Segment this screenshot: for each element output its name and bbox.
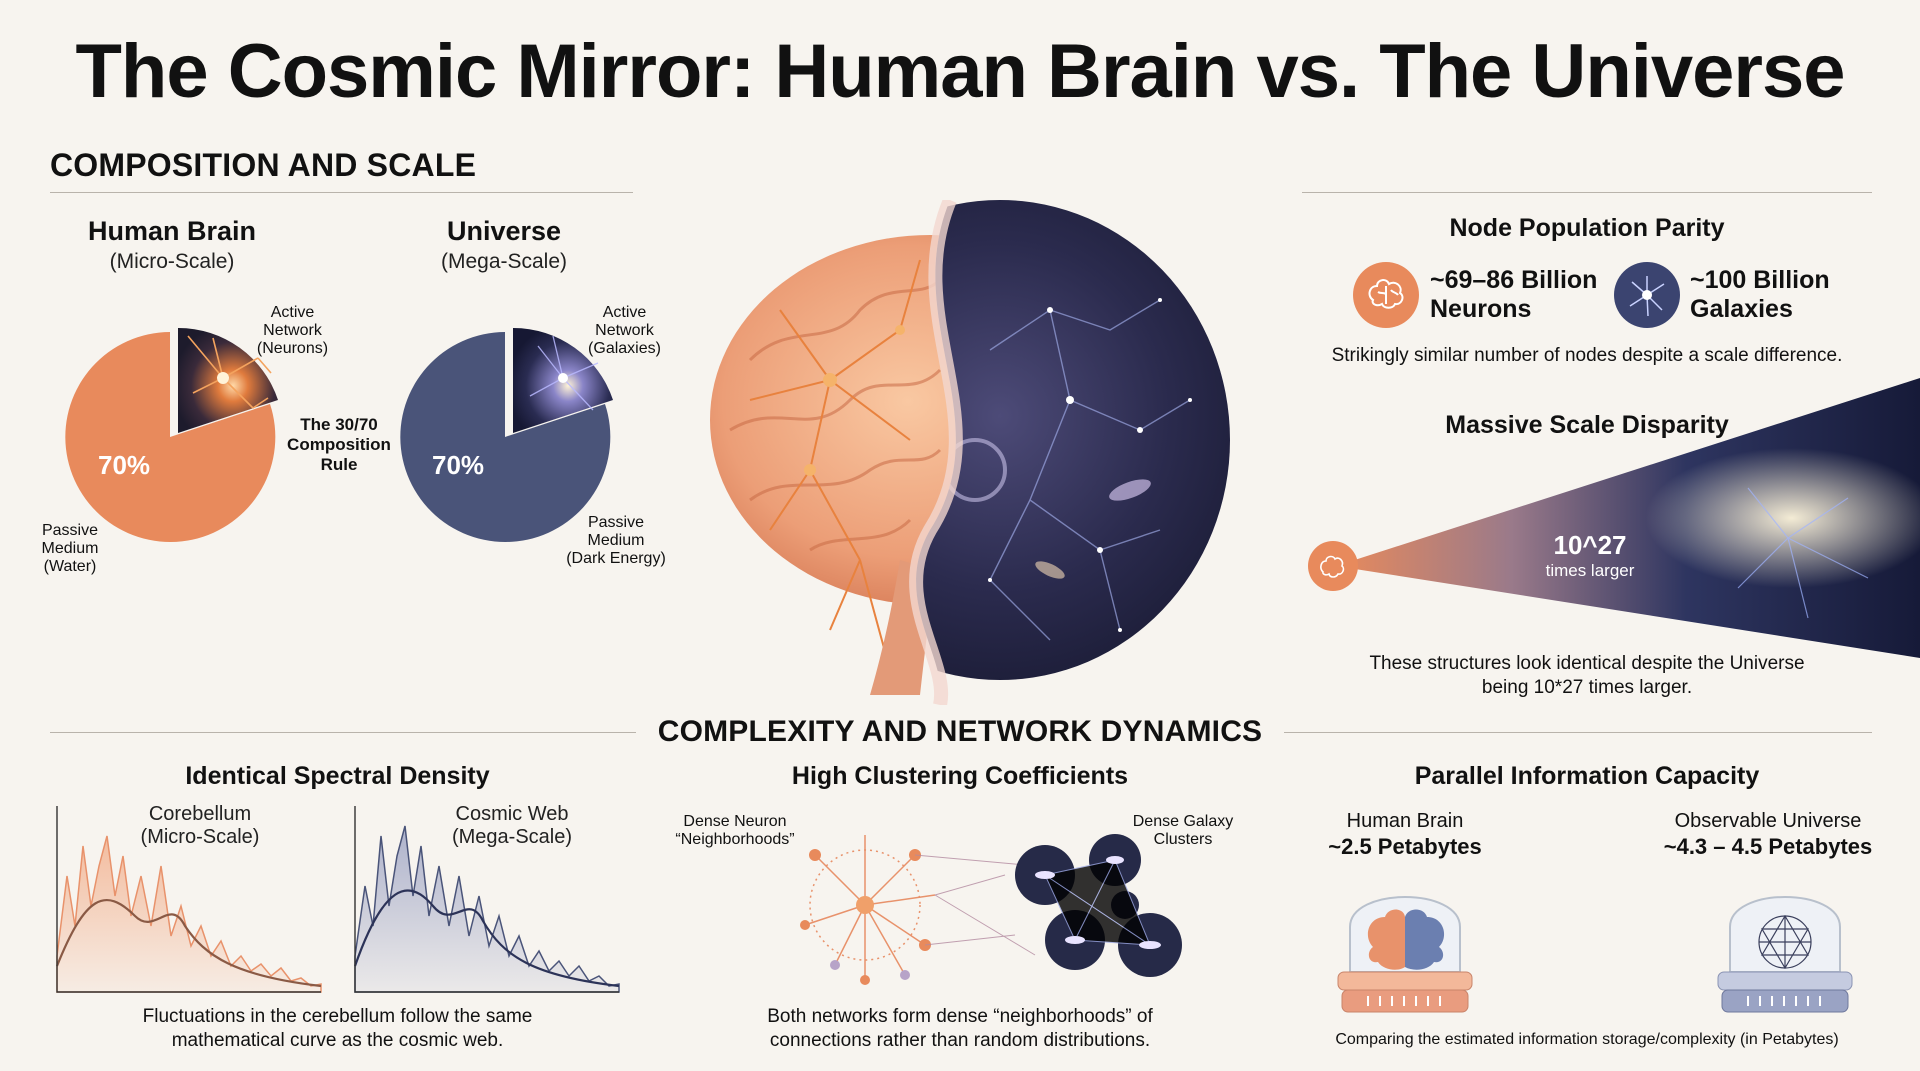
clustering-caption: Both networks form dense “neighborhoods”… — [767, 1006, 1153, 1051]
capacity-universe-label: Observable Universe ~4.3 – 4.5 Petabytes — [1663, 810, 1873, 859]
composition-rule-label: The 30/70 Composition Rule — [287, 415, 391, 474]
capacity-brain-label: Human Brain ~2.5 Petabytes — [1328, 810, 1482, 859]
galaxy-count: ~100 Billion Galaxies — [1690, 266, 1830, 323]
clustering-left-label: Dense Neuron “Neighborhoods” — [675, 813, 795, 848]
universe-storage-jar — [1717, 896, 1853, 1013]
scale-caption: These structures look identical despite … — [1369, 653, 1805, 698]
neuron-count: ~69–86 Billion Neurons — [1430, 266, 1598, 323]
universe-active-label: Active Network (Galaxies) — [588, 304, 661, 357]
parity-rule — [1302, 192, 1872, 193]
scale-cone — [1308, 378, 1920, 658]
universe-pie-title: Universe — [446, 216, 562, 246]
brain-passive-slice — [65, 332, 276, 542]
clustering-title: High Clustering Coefficients — [791, 762, 1129, 790]
parity-caption: Strikingly similar number of nodes despi… — [1331, 345, 1843, 366]
brain-icon — [1353, 262, 1419, 328]
brain-pie-title: Human Brain — [87, 216, 257, 246]
universe-passive-slice — [400, 332, 611, 542]
universe-pie-chart — [400, 327, 613, 542]
complexity-heading: COMPLEXITY AND NETWORK DYNAMICS — [657, 715, 1263, 748]
brain-universe-illustration — [710, 200, 1230, 705]
clustering-illustration — [800, 834, 1182, 985]
spectral-right-label: Cosmic Web (Mega-Scale) — [451, 803, 573, 848]
page-title: The Cosmic Mirror: Human Brain vs. The U… — [75, 29, 1845, 114]
composition-rule — [50, 192, 633, 193]
scale-title: Massive Scale Disparity — [1445, 411, 1729, 439]
spectral-caption: Fluctuations in the cerebellum follow th… — [142, 1006, 533, 1051]
universe-percent-label: 70% — [432, 450, 485, 480]
brain-pie-chart — [65, 327, 278, 542]
scale-brain-icon — [1308, 541, 1358, 591]
scale-factor-sub: times larger — [1545, 561, 1635, 580]
universe-pie-subtitle: (Mega-Scale) — [440, 250, 568, 273]
brain-storage-jar — [1337, 896, 1473, 1013]
complexity-rule-right — [1284, 732, 1872, 733]
spectral-chart-universe — [353, 806, 620, 993]
brain-pie-subtitle: (Micro-Scale) — [109, 250, 235, 273]
composition-heading: COMPOSITION AND SCALE — [50, 147, 477, 183]
clustering-right-label: Dense Galaxy Clusters — [1132, 813, 1234, 848]
capacity-caption: Comparing the estimated information stor… — [1335, 1031, 1839, 1048]
spectral-chart-brain — [55, 806, 322, 993]
brain-active-label: Active Network (Neurons) — [256, 304, 329, 357]
parity-title: Node Population Parity — [1449, 214, 1725, 242]
spectral-title: Identical Spectral Density — [185, 762, 490, 790]
brain-percent-label: 70% — [98, 450, 151, 480]
complexity-rule-left — [50, 732, 636, 733]
capacity-title: Parallel Information Capacity — [1414, 762, 1760, 790]
universe-passive-label: Passive Medium (Dark Energy) — [566, 514, 666, 567]
scale-factor: 10^27 — [1553, 530, 1627, 560]
spectral-left-label: Corebellum (Micro-Scale) — [140, 803, 260, 848]
galaxy-icon — [1614, 262, 1680, 328]
brain-passive-label: Passive Medium (Water) — [41, 522, 99, 575]
